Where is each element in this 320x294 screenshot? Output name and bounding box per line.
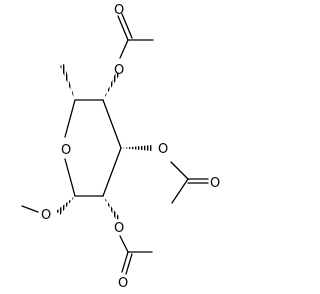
hashed-bond-c2-oxygen xyxy=(103,196,120,220)
acetoxy-top-oxygen-label: O xyxy=(114,63,124,78)
bond-acyl-carbonyl-bottom-2 xyxy=(125,253,133,275)
hashed-bond-c5-methyl xyxy=(60,64,75,100)
bond-c4-c3 xyxy=(102,99,122,149)
hashed-bond-c4-oxygen xyxy=(103,72,120,100)
bond-o-acyl-right xyxy=(170,161,189,180)
bond-methoxy-methyl xyxy=(21,205,39,213)
hashed-bond-c1-oxygen xyxy=(56,196,75,215)
structure-canvas: O O O O O O O O xyxy=(21,3,221,291)
acetoxy-right-carbonyl-oxygen-label: O xyxy=(210,176,220,191)
bond-o-acyl-top xyxy=(119,39,129,59)
acetoxy-bottom-carbonyl-oxygen-label: O xyxy=(118,276,128,291)
bond-o5-c5 xyxy=(64,99,76,138)
bond-acyl-carbonyl-bottom-1 xyxy=(121,251,129,273)
hashed-bond-c3-oxygen xyxy=(121,145,152,151)
bond-acyl-carbonyl-top-2 xyxy=(121,13,133,39)
methoxy-oxygen-label: O xyxy=(41,208,51,223)
acetoxy-top-carbonyl-oxygen-label: O xyxy=(114,3,124,18)
ring-oxygen-label: O xyxy=(61,143,71,158)
bond-c3-c2 xyxy=(102,147,122,197)
bond-acyl-carbonyl-top-1 xyxy=(117,15,129,41)
acetoxy-right-oxygen-label: O xyxy=(158,142,168,157)
acetoxy-bottom-oxygen-label: O xyxy=(114,221,124,236)
bond-c1-o5 xyxy=(64,158,76,197)
bond-o-acyl-bottom xyxy=(119,235,129,253)
bond-acyl-methyl-right xyxy=(171,178,189,204)
molecule-diagram: O O O O O O O O xyxy=(21,3,220,291)
